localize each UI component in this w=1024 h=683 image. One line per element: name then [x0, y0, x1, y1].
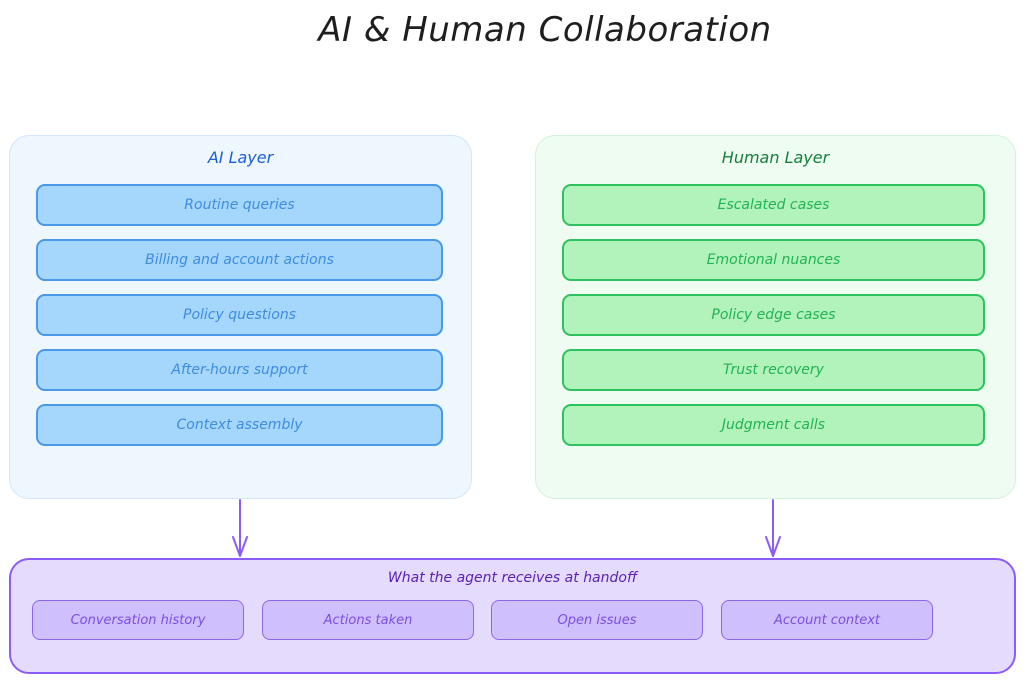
human-item-policy-edge-cases: Policy edge cases	[562, 294, 985, 336]
human-layer-box: Human Layer Escalated cases Emotional nu…	[535, 135, 1016, 499]
arrow-human-to-handoff	[765, 499, 781, 557]
handoff-item-open-issues: Open issues	[491, 600, 703, 640]
arrow-ai-to-handoff	[232, 499, 248, 557]
ai-layer-box: AI Layer Routine queries Billing and acc…	[9, 135, 472, 499]
handoff-title: What the agent receives at handoff	[387, 570, 638, 586]
handoff-item-conversation-history: Conversation history	[32, 600, 244, 640]
human-item-escalated-cases: Escalated cases	[562, 184, 985, 226]
handoff-item-account-context: Account context	[721, 600, 933, 640]
human-item-judgment-calls: Judgment calls	[562, 404, 985, 446]
ai-item-context-assembly: Context assembly	[36, 404, 443, 446]
human-item-emotional-nuances: Emotional nuances	[562, 239, 985, 281]
ai-item-routine-queries: Routine queries	[36, 184, 443, 226]
ai-item-policy-questions: Policy questions	[36, 294, 443, 336]
handoff-box: What the agent receives at handoff Conve…	[9, 558, 1016, 674]
human-layer-title: Human Layer	[721, 148, 830, 167]
human-item-trust-recovery: Trust recovery	[562, 349, 985, 391]
diagram-title: AI & Human Collaboration	[318, 10, 772, 50]
ai-layer-title: AI Layer	[207, 148, 274, 167]
handoff-item-actions-taken: Actions taken	[262, 600, 474, 640]
ai-item-billing-account-actions: Billing and account actions	[36, 239, 443, 281]
ai-item-after-hours-support: After-hours support	[36, 349, 443, 391]
